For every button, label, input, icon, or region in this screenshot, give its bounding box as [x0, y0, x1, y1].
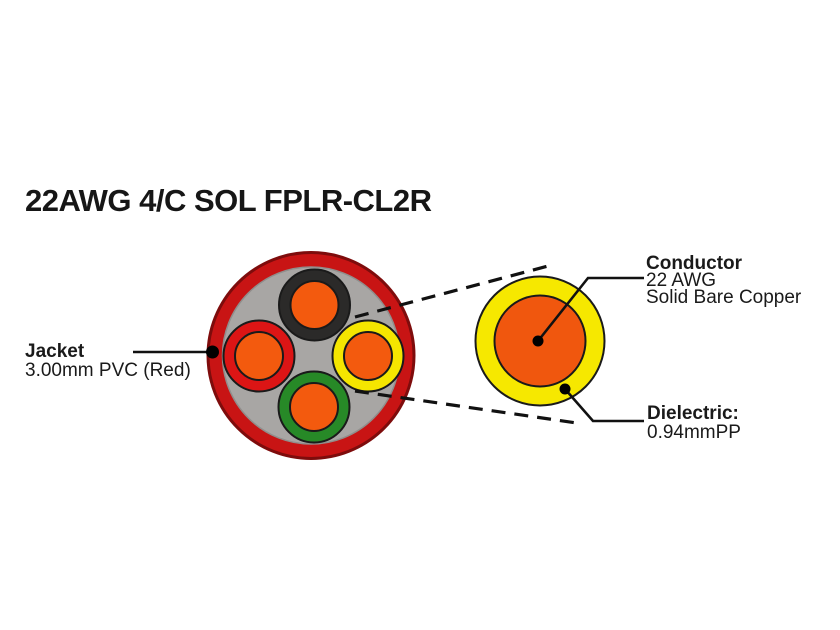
core-left-conductor [234, 331, 284, 381]
zoom-projection-line-top [354, 263, 553, 319]
jacket-label-title: Jacket [25, 341, 85, 362]
core-right-conductor [343, 331, 393, 381]
core-bottom-conductor [289, 382, 339, 432]
dielectric-label: Dielectric: 0.94mmPP [647, 404, 741, 442]
conductor-callout-dot [532, 335, 544, 347]
conductor-label-title: Conductor [646, 253, 743, 274]
jacket-label: Jacket 3.00mm PVC (Red) [25, 342, 191, 380]
page-title: 22AWG 4/C SOL FPLR-CL2R [25, 183, 432, 218]
conductor-leader-line [536, 276, 644, 342]
conductor-label: Conductor 22 AWG Solid Bare Copper [646, 253, 802, 308]
conductor-label-material: Solid Bare Copper [646, 287, 802, 308]
conductor-label-gauge: 22 AWG [646, 270, 717, 291]
core-top-black [278, 268, 351, 342]
zoom-projection-line-bottom [354, 389, 578, 425]
core-bottom-green [277, 370, 351, 444]
dielectric-label-title: Dielectric: [647, 403, 739, 424]
core-left-red [222, 319, 296, 393]
jacket-label-spec: 3.00mm PVC (Red) [25, 360, 191, 381]
dielectric-label-spec: 0.94mmPP [647, 422, 741, 443]
dielectric-leader-line [564, 388, 644, 423]
core-right-yellow [331, 319, 405, 393]
zoom-projection-lines [354, 263, 578, 425]
dielectric-callout-dot [559, 383, 571, 395]
jacket-callout-dot [206, 345, 219, 359]
core-top-conductor [289, 280, 340, 330]
callout-dots [206, 335, 571, 395]
cable-cross-section [206, 251, 416, 460]
callout-lines [133, 276, 644, 423]
